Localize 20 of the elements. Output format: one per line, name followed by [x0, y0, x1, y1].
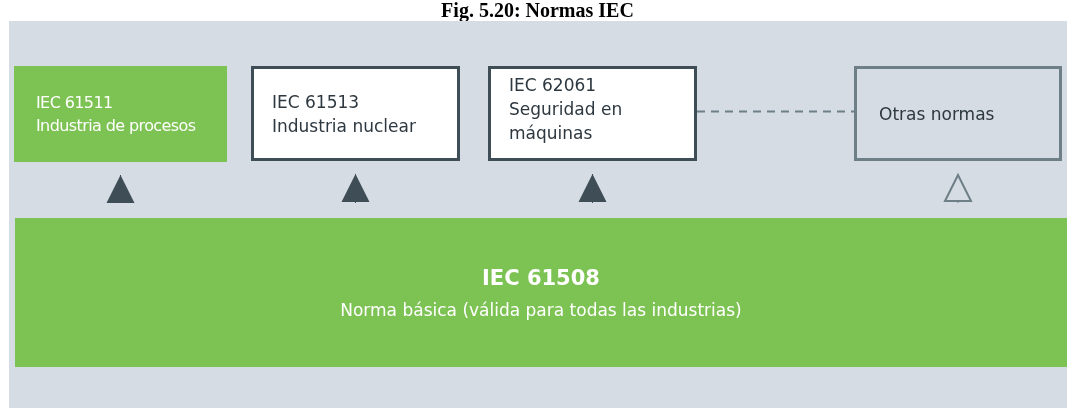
- standard-box: [251, 66, 460, 161]
- standard-box: [14, 66, 227, 162]
- standard-description: Industria de procesos: [36, 115, 197, 137]
- base-standard-box: [15, 218, 1067, 367]
- standard-box: [854, 66, 1062, 161]
- standard-box: [488, 66, 697, 161]
- standard-description: Otras normas: [879, 102, 996, 126]
- standard-description: Seguridad en máquinas: [509, 98, 624, 145]
- standard-code: IEC 62061: [509, 74, 598, 97]
- standard-code: IEC 61511: [36, 92, 114, 114]
- standard-code: IEC 61508: [482, 264, 600, 292]
- dashed-connector: [696, 110, 855, 113]
- arrowhead-triangle: [341, 173, 370, 204]
- standard-description: Industria nuclear: [272, 114, 417, 138]
- arrowhead-triangle: [944, 173, 972, 204]
- arrowhead-triangle: [578, 173, 607, 204]
- standard-code: IEC 61513: [272, 90, 361, 114]
- standard-description: Norma básica (válida para todas las industrias): [340, 298, 742, 322]
- arrowhead-triangle: [106, 174, 135, 204]
- figure-title: Fig. 5.20: Normas IEC: [440, 0, 635, 20]
